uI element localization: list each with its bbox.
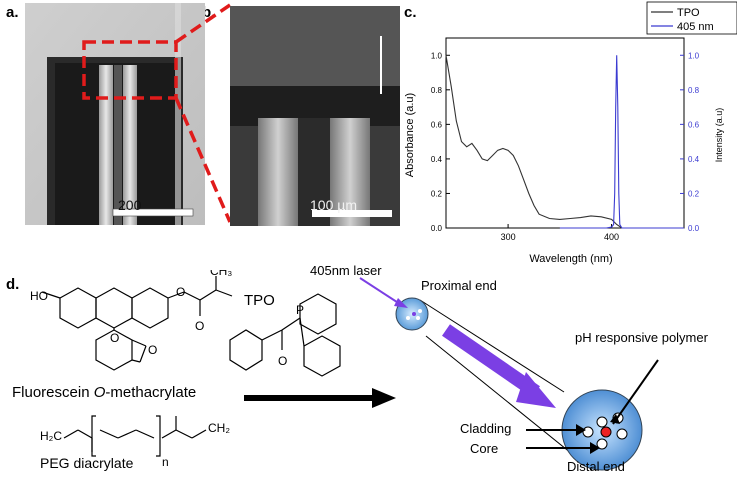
- tpo-oxygen-label: O: [278, 354, 287, 368]
- proximal-end-label: Proximal end: [421, 278, 497, 293]
- compound1-label: Fluorescein O-methacrylate: [12, 384, 196, 401]
- micrograph-b: [230, 6, 400, 226]
- fluorescein-structure: [41, 276, 233, 371]
- spectrum-chart: Absorbance (a.u) Intensity (a.u) Wavelen…: [404, 0, 737, 268]
- ch2-label: CH₂: [208, 421, 230, 435]
- hydroxyl-label: HO: [30, 289, 48, 303]
- zoom-indicator: [82, 3, 232, 223]
- x-tick-label: 300: [501, 232, 516, 242]
- y-tick-label: 0.4: [431, 155, 443, 164]
- series-line-tpo: [445, 55, 684, 229]
- scale-bar-label-b: 100 µm: [310, 197, 357, 213]
- laser-arrow: [394, 298, 408, 308]
- y2-tick-label: 0.2: [688, 189, 700, 198]
- y-tick-label: 0.2: [431, 189, 443, 198]
- laser-label: 405nm laser: [310, 263, 382, 278]
- y-axis-label: Absorbance (a.u): [404, 93, 416, 177]
- y2-tick-label: 0.0: [688, 224, 700, 233]
- panel-label-c: c.: [404, 4, 417, 21]
- lactone-oxygen-label: O: [148, 343, 157, 357]
- plot-frame: [445, 37, 685, 229]
- y2-axis-label: Intensity (a.u): [714, 108, 724, 163]
- y-tick-label: 0.8: [431, 86, 443, 95]
- y2-tick-label: 0.8: [688, 86, 700, 95]
- polymer-label: pH responsive polymer: [575, 330, 708, 345]
- phosphorus-label: P: [296, 303, 304, 317]
- distal-end-label: Distal end: [567, 459, 625, 474]
- y2-tick-label: 1.0: [688, 51, 700, 60]
- polymer-core-dot: [600, 426, 612, 438]
- y-tick-label: 0.6: [431, 120, 443, 129]
- micrograph-a: [25, 3, 205, 225]
- x-tick-label: 400: [604, 232, 619, 242]
- y2-tick-label: 0.6: [688, 120, 700, 129]
- carbonyl-oxygen-label: O: [195, 319, 204, 333]
- methyl-label: CH₃: [210, 270, 232, 278]
- chemistry-scheme: HO O O O O CH₃ Fluorescein O-methacrylat…: [12, 270, 396, 471]
- light-path-arrow: [516, 372, 556, 408]
- x-axis-label: Wavelength (nm): [529, 253, 612, 265]
- y-tick-label: 0.0: [431, 224, 443, 233]
- legend-label: 405 nm: [677, 21, 714, 33]
- repeat-n-label: n: [162, 455, 169, 469]
- ester-oxygen-label: O: [176, 285, 185, 299]
- reaction-arrow: [372, 388, 396, 408]
- xanthene-oxygen-label: O: [110, 331, 119, 345]
- compound3-label: TPO: [244, 292, 275, 309]
- core-label: Core: [470, 441, 499, 456]
- cladding-label: Cladding: [460, 421, 512, 436]
- panel-label-d: d.: [6, 276, 20, 293]
- scale-bar-label-a: 200: [118, 197, 142, 213]
- tpo-structure: [229, 293, 341, 377]
- fiber-schematic: [359, 277, 659, 471]
- legend-box: [646, 1, 737, 35]
- legend-label: TPO: [677, 7, 700, 19]
- h2c-label: H₂C: [40, 429, 62, 443]
- compound2-label: PEG diacrylate: [40, 455, 134, 471]
- panel-label-a: a.: [6, 4, 19, 21]
- y-tick-label: 1.0: [431, 51, 443, 60]
- series-line-405-nm: [559, 55, 684, 229]
- peg-diacrylate-structure: [63, 415, 207, 457]
- y2-tick-label: 0.4: [688, 155, 700, 164]
